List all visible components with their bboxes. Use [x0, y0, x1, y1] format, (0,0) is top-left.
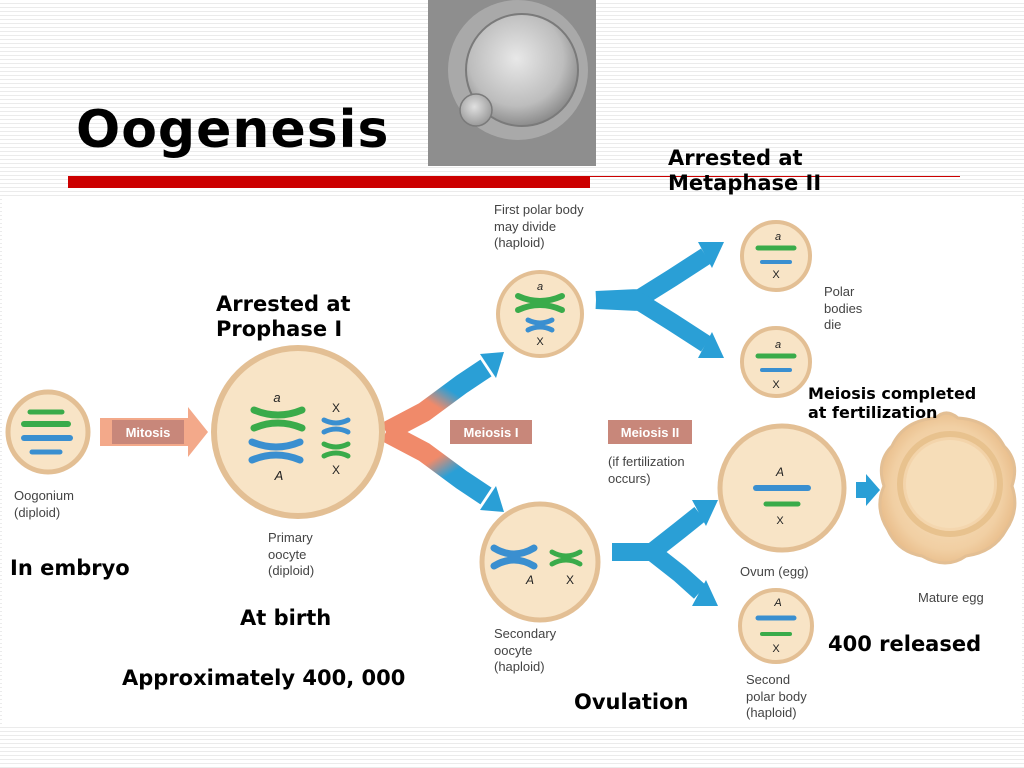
polar2-x: X: [772, 643, 780, 655]
polar-top-allele: a: [775, 231, 781, 243]
polar1-allele-a: a: [537, 281, 543, 293]
stage-mitosis-label: Mitosis: [126, 425, 171, 440]
annotation-in-embryo: In embryo: [10, 556, 130, 580]
label-primary-oocyte: Primary oocyte (diploid): [268, 530, 315, 579]
polar2-allele-A: A: [773, 597, 781, 609]
primary-x-bottom: X: [332, 463, 340, 477]
stage-meiosis-1-label: Meiosis I: [464, 425, 519, 440]
label-oogonium: Oogonium (diploid): [14, 488, 74, 520]
primary-x-top: X: [332, 401, 340, 415]
stage-meiosis-2-label: Meiosis II: [621, 425, 680, 440]
secondary-x: X: [566, 573, 574, 587]
ovum-x: X: [776, 515, 784, 527]
second-polar-body-cell: A X: [738, 588, 814, 664]
stage-meiosis-1: Meiosis I: [450, 420, 532, 444]
label-mature-egg: Mature egg: [918, 590, 984, 605]
title-accent-bar: [68, 176, 590, 188]
label-first-polar-body: First polar body may divide (haploid): [494, 202, 584, 251]
annotation-metaphase-2: Arrested at Metaphase II: [668, 146, 822, 196]
ovum-cell: A X: [717, 423, 847, 553]
oocyte-micrograph-image: [428, 0, 596, 166]
annotation-400-released: 400 released: [828, 632, 982, 656]
first-polar-body-cell: a X: [496, 270, 584, 358]
label-second-polar-body: Second polar body (haploid): [746, 672, 807, 721]
oogonium-cell: [5, 389, 91, 475]
polar-bottom-x: X: [772, 379, 780, 391]
polar-top-x: X: [772, 269, 780, 281]
annotation-approx-400000: Approximately 400, 000: [122, 666, 406, 690]
polar-bottom-allele: a: [775, 339, 781, 351]
label-secondary-oocyte: Secondary oocyte (haploid): [494, 626, 557, 675]
meiosis-1-arrows: [381, 352, 504, 512]
mature-egg-cell: [878, 411, 1017, 565]
annotation-meiosis-completed: Meiosis completed at fertilization: [808, 384, 977, 423]
label-if-fertilization: (if fertilization occurs): [608, 454, 685, 486]
label-ovum: Ovum (egg): [740, 564, 809, 579]
annotation-at-birth: At birth: [240, 606, 332, 630]
stage-mitosis: Mitosis: [112, 420, 184, 444]
primary-allele-a: a: [273, 390, 280, 405]
maturation-arrow: [856, 474, 880, 506]
polar-body-division-arrows: [595, 242, 724, 358]
ovum-allele-A: A: [775, 465, 784, 479]
secondary-oocyte-cell: A X: [479, 501, 601, 623]
oocyte-micrograph: [428, 0, 596, 166]
polar1-x: X: [536, 336, 544, 348]
stage-meiosis-2: Meiosis II: [608, 420, 692, 444]
annotation-prophase-1: Arrested at Prophase I: [216, 292, 351, 342]
polar-body-bottom-cell: a X: [740, 326, 812, 398]
secondary-allele-A: A: [525, 573, 534, 587]
annotation-ovulation: Ovulation: [574, 690, 689, 714]
primary-oocyte-cell: a A X X: [211, 345, 385, 519]
title-accent-line: [590, 176, 960, 177]
page-title: Oogenesis: [76, 100, 390, 160]
polar-body-top-cell: a X: [740, 220, 812, 292]
primary-allele-A: A: [274, 468, 284, 483]
label-polar-bodies-die: Polar bodies die: [824, 284, 863, 333]
meiosis-2-arrows: [612, 500, 718, 606]
